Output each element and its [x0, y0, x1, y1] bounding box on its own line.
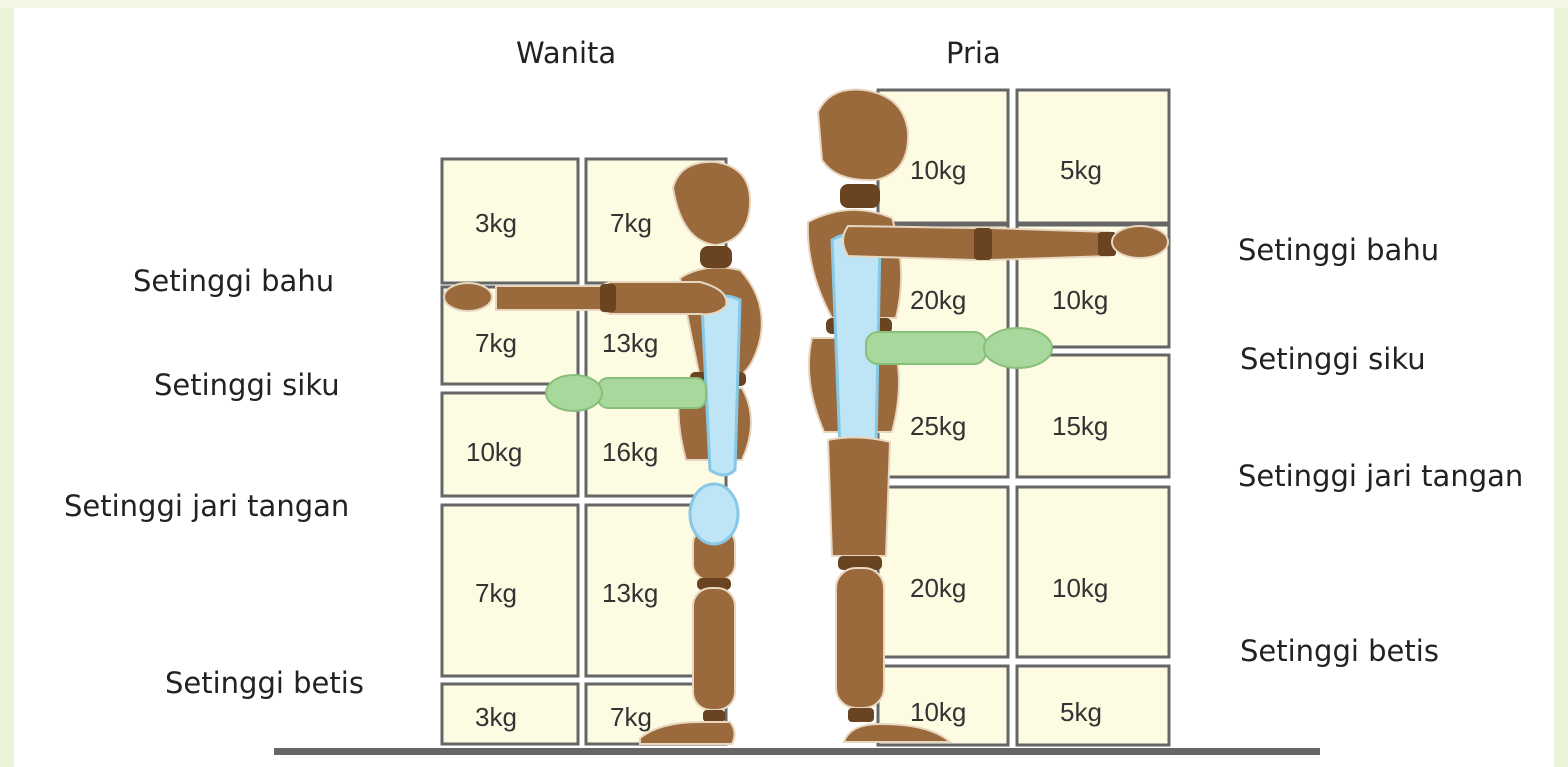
female-label-shoulder: Setinggi bahu	[133, 264, 334, 298]
female-weight-near-3: 10kg	[466, 437, 522, 468]
female-label-elbow: Setinggi siku	[154, 368, 340, 402]
male-weight-far-4: 10kg	[1052, 573, 1108, 604]
male-box-far-4	[1017, 487, 1169, 657]
male-weight-near-5: 10kg	[910, 697, 966, 728]
male-ankle	[848, 708, 874, 722]
male-hand	[1112, 226, 1168, 258]
female-green-forearm	[598, 378, 706, 408]
male-weight-far-5: 5kg	[1060, 697, 1102, 728]
male-weight-far-3: 15kg	[1052, 411, 1108, 442]
male-weight-near-2: 20kg	[910, 285, 966, 316]
female-elbow-joint	[600, 284, 616, 312]
female-spine	[702, 296, 740, 475]
male-label-shoulder: Setinggi bahu	[1238, 233, 1439, 267]
female-green-hand	[546, 375, 602, 411]
female-weight-near-5: 3kg	[475, 702, 517, 733]
background-tint-top	[0, 0, 1568, 8]
male-weight-far-2: 10kg	[1052, 285, 1108, 316]
male-label-knuckle: Setinggi jari tangan	[1238, 459, 1523, 493]
male-weight-near-1: 10kg	[910, 155, 966, 186]
female-neck	[700, 246, 732, 268]
male-elbow-joint	[974, 228, 992, 260]
female-weight-far-1: 7kg	[610, 208, 652, 239]
female-weight-near-2: 7kg	[475, 328, 517, 359]
female-weight-near-4: 7kg	[475, 578, 517, 609]
background-tint-right	[1554, 0, 1568, 767]
header-female: Wanita	[516, 36, 616, 70]
female-weight-near-1: 3kg	[475, 208, 517, 239]
female-label-calf: Setinggi betis	[165, 666, 364, 700]
female-label-knuckle: Setinggi jari tangan	[64, 489, 349, 523]
female-weight-far-4: 13kg	[602, 578, 658, 609]
male-shin	[836, 568, 884, 708]
male-green-forearm	[866, 332, 986, 364]
male-green-hand	[984, 328, 1052, 368]
female-weight-far-5: 7kg	[610, 702, 652, 733]
female-hand	[444, 283, 492, 311]
male-weight-near-3: 25kg	[910, 411, 966, 442]
male-head	[818, 89, 908, 180]
male-label-calf: Setinggi betis	[1240, 634, 1439, 668]
male-label-elbow: Setinggi siku	[1240, 342, 1426, 376]
female-weight-far-2: 13kg	[602, 328, 658, 359]
male-weight-near-4: 20kg	[910, 573, 966, 604]
male-weight-far-1: 5kg	[1060, 155, 1102, 186]
header-male: Pria	[946, 36, 1001, 70]
female-weight-far-3: 16kg	[602, 437, 658, 468]
male-box-near-4	[878, 487, 1008, 657]
female-ankle	[703, 710, 725, 722]
female-shin	[693, 588, 735, 710]
floor-line	[274, 748, 1320, 755]
male-neck	[840, 184, 880, 208]
female-pelvis-joint	[690, 484, 738, 544]
background-tint-left	[0, 0, 14, 767]
male-thigh	[828, 437, 890, 556]
